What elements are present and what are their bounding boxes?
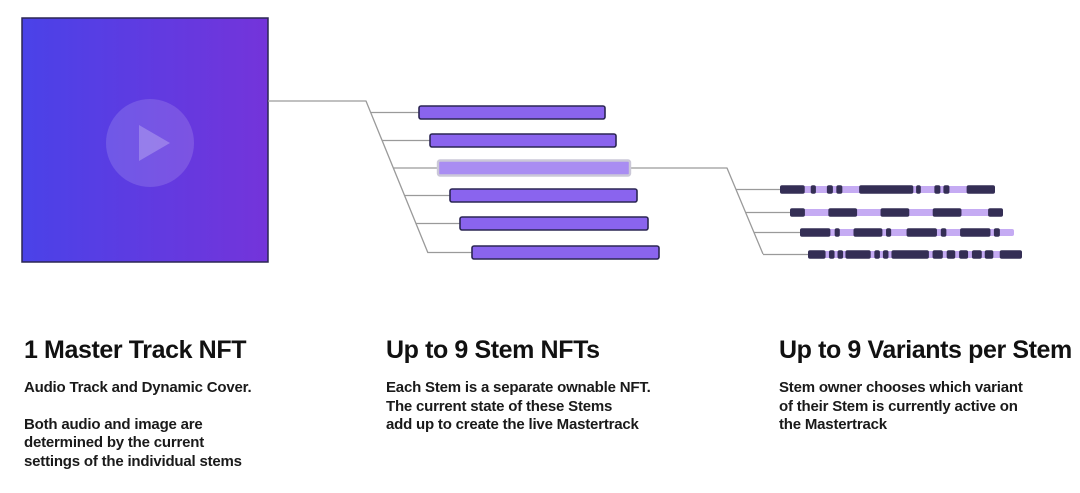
variant-dark-segment — [993, 228, 1000, 237]
stem-nft-bar-5 — [459, 216, 649, 231]
stem-nfts-paragraph: Each Stem is a separate ownable NFT. The… — [386, 379, 651, 433]
variants-paragraph: Stem owner chooses which variant of thei… — [779, 379, 1023, 433]
variant-dark-segment — [891, 250, 929, 259]
variant-dark-segment — [960, 228, 991, 237]
variant-dark-segment — [845, 250, 871, 259]
master-track-cover — [21, 17, 269, 263]
variants-text-column: Up to 9 Variants per Stem Stem owner cho… — [779, 336, 1080, 453]
master-track-paragraph-1: Audio Track and Dynamic Cover. — [24, 379, 252, 396]
variant-dark-segment — [800, 228, 831, 237]
variant-dark-segment — [853, 228, 883, 237]
variant-dark-segment — [932, 250, 943, 259]
variant-dark-segment — [828, 250, 835, 259]
variant-dark-segment — [874, 250, 880, 259]
variant-dark-segment — [828, 208, 858, 217]
stem-nfts-heading: Up to 9 Stem NFTs — [386, 336, 600, 364]
variant-dark-segment — [932, 208, 962, 217]
stem-nft-bar-2 — [429, 133, 617, 148]
variant-dark-segment — [946, 250, 956, 259]
variant-dark-segment — [859, 185, 914, 194]
variant-dark-segment — [837, 250, 844, 259]
stem-nfts-text-column: Up to 9 Stem NFTs Each Stem is a separat… — [386, 336, 746, 453]
variant-dark-segment — [906, 228, 937, 237]
variant-dark-segment — [790, 208, 805, 217]
variant-dark-segment — [959, 250, 969, 259]
play-icon — [139, 125, 170, 161]
connector-line — [268, 100, 429, 254]
master-track-heading: 1 Master Track NFT — [24, 336, 247, 364]
variant-dark-segment — [916, 185, 921, 194]
variant-dark-segment — [808, 250, 826, 259]
variant-dark-segment — [826, 185, 833, 194]
master-track-paragraph-2: Both audio and image are determined by t… — [24, 415, 242, 470]
variant-dark-segment — [988, 208, 1003, 217]
play-button[interactable] — [106, 99, 194, 187]
variant-dark-segment — [940, 228, 947, 237]
variant-dark-segment — [943, 185, 950, 194]
variant-dark-segment — [834, 228, 840, 237]
variant-dark-segment — [971, 250, 982, 259]
stem-nft-bar-6 — [471, 245, 660, 260]
variant-dark-segment — [999, 250, 1022, 259]
connector-line — [630, 167, 764, 255]
variant-dark-segment — [886, 228, 892, 237]
variant-dark-segment — [984, 250, 994, 259]
variant-dark-segment — [934, 185, 941, 194]
stem-nft-bar-active — [436, 159, 632, 177]
variant-dark-segment — [966, 185, 995, 194]
stem-nft-bar-1 — [418, 105, 606, 120]
stem-nft-bar-4 — [449, 188, 638, 203]
variants-heading: Up to 9 Variants per Stem — [779, 336, 1072, 364]
variant-dark-segment — [810, 185, 816, 194]
master-track-text-column: 1 Master Track NFT Audio Track and Dynam… — [24, 336, 364, 489]
variant-dark-segment — [880, 208, 910, 217]
variant-dark-segment — [836, 185, 843, 194]
variant-dark-segment — [780, 185, 805, 194]
variant-dark-segment — [882, 250, 889, 259]
